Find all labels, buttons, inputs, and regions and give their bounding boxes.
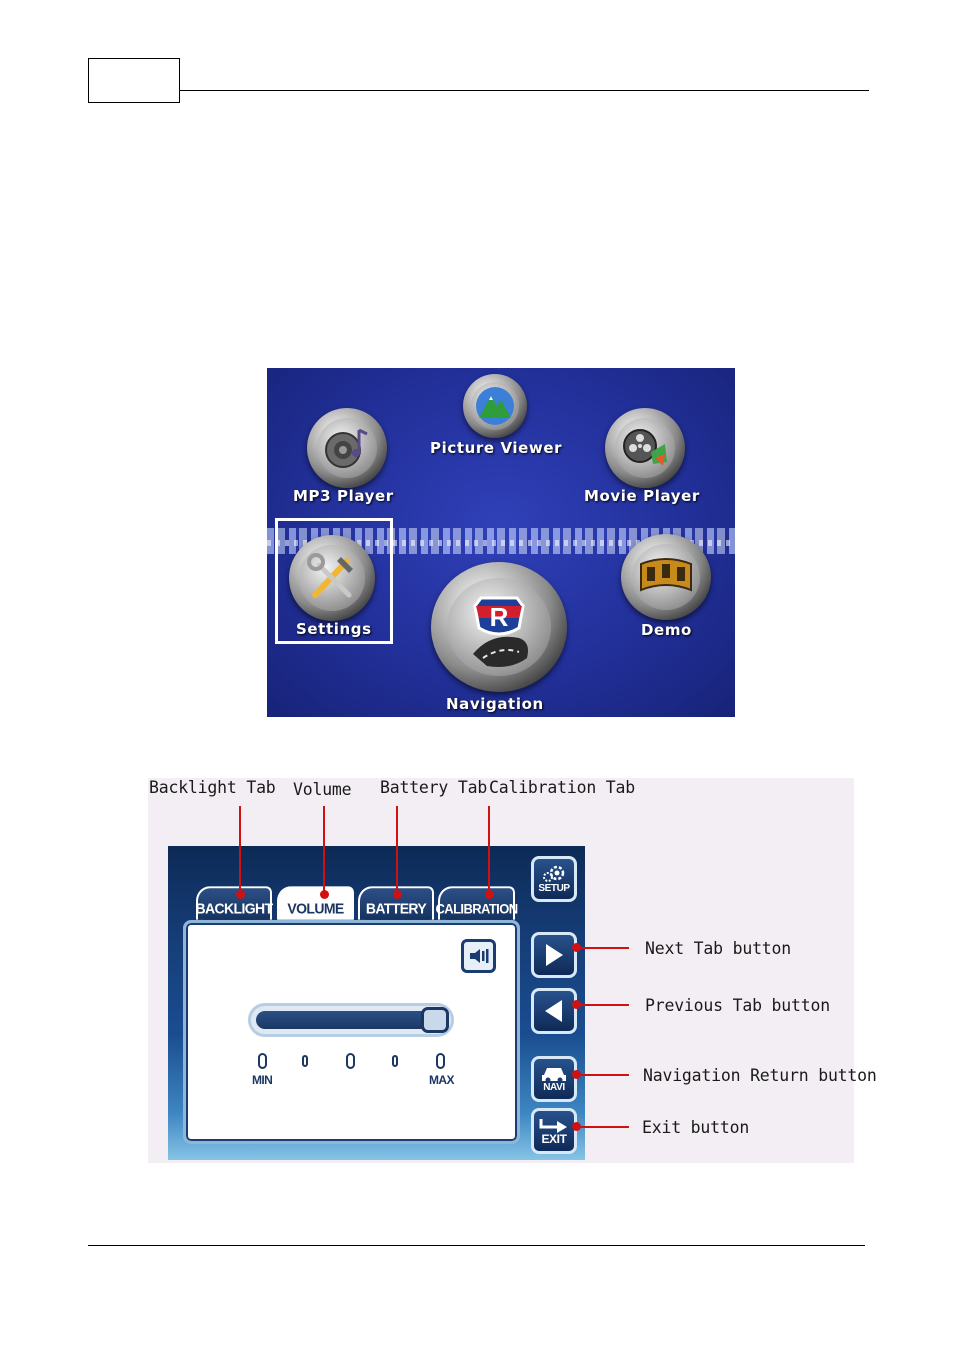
callout-exit-button: Exit button [642, 1118, 750, 1137]
movie-player-button[interactable] [605, 408, 685, 488]
speaker-icon [325, 428, 368, 468]
callout-next-tab-button: Next Tab button [645, 939, 792, 958]
leader-line-calibration [488, 806, 490, 894]
settings-screenshot: Backlight Tab Volume Battery Tab Calibra… [148, 778, 877, 1163]
callout-volume: Volume [293, 780, 352, 799]
volume-min-label: MIN [252, 1073, 273, 1087]
main-menu-screenshot: Picture Viewer MP3 Player Movie Player [267, 368, 735, 717]
menu-label-navigation: Navigation [446, 695, 544, 713]
settings-device-screen: BACKLIGHT VOLUME BATTERY CALIBRATION [168, 846, 585, 1160]
volume-slider-knob[interactable] [421, 1007, 449, 1033]
leader-line-volume [323, 806, 325, 894]
menu-label-demo: Demo [641, 621, 692, 639]
volume-max-label: MAX [429, 1073, 454, 1087]
leader-line-navigation-return [576, 1074, 629, 1076]
leader-dot-calibration [485, 890, 494, 899]
setup-button[interactable]: SETUP [531, 856, 577, 902]
exit-button-label: EXIT [541, 1132, 567, 1146]
demo-button[interactable] [621, 534, 711, 620]
gear-icon [543, 865, 565, 882]
menu-label-mp3-player: MP3 Player [293, 487, 394, 505]
volume-tick [392, 1055, 398, 1067]
svg-text:R: R [490, 602, 509, 632]
decorative-band-highlight [267, 540, 735, 546]
footer-rule [88, 1245, 865, 1246]
leader-line-exit [576, 1126, 629, 1128]
callout-previous-tab-button: Previous Tab button [645, 996, 830, 1015]
navigation-button[interactable]: R [431, 562, 567, 692]
leader-line-next [576, 947, 629, 949]
leader-dot-battery [393, 890, 402, 899]
next-tab-button[interactable] [531, 932, 577, 978]
settings-button[interactable] [289, 535, 375, 621]
menu-label-picture-viewer: Picture Viewer [430, 439, 563, 457]
tab-backlight[interactable]: BACKLIGHT [195, 886, 273, 920]
header-rule [180, 90, 869, 91]
callout-navigation-return-button: Navigation Return button [643, 1066, 877, 1085]
leader-line-previous [576, 1004, 629, 1006]
exit-arrow-icon [539, 1119, 567, 1133]
speaker-volume-icon [469, 949, 488, 963]
setup-button-label: SETUP [538, 883, 570, 894]
volume-tick [346, 1053, 355, 1069]
menu-label-settings: Settings [296, 620, 372, 638]
tab-volume[interactable]: VOLUME [277, 886, 354, 920]
leader-line-battery [396, 806, 398, 894]
page-number-box [88, 58, 180, 103]
callout-calibration-tab: Calibration Tab [489, 778, 636, 797]
film-strip-icon [640, 558, 692, 592]
car-icon [542, 1068, 566, 1083]
tab-calibration[interactable]: CALIBRATION [436, 886, 518, 920]
exit-button[interactable]: EXIT [531, 1108, 577, 1154]
mountain-icon [476, 387, 514, 425]
navi-button-label: NAVI [543, 1082, 565, 1093]
callout-battery-tab: Battery Tab [380, 778, 488, 797]
tools-icon [307, 553, 353, 598]
leader-line-backlight [239, 806, 241, 894]
volume-slider-fill [256, 1011, 435, 1029]
mp3-player-button[interactable] [307, 408, 387, 488]
picture-viewer-button[interactable] [463, 374, 527, 438]
leader-dot-volume [320, 890, 329, 899]
settings-selection-frame [275, 518, 393, 644]
tab-battery[interactable]: BATTERY [358, 886, 434, 920]
volume-tick [436, 1053, 445, 1069]
film-reel-icon [623, 429, 667, 466]
navigation-return-button[interactable]: NAVI [531, 1056, 577, 1102]
volume-slider[interactable] [248, 1003, 454, 1037]
play-right-icon [546, 944, 563, 966]
volume-tick [258, 1053, 267, 1069]
leader-dot-backlight [236, 890, 245, 899]
previous-tab-button[interactable] [531, 988, 577, 1034]
play-left-icon [545, 1000, 562, 1022]
volume-tick [302, 1055, 308, 1067]
mute-button[interactable] [461, 939, 496, 973]
menu-label-movie-player: Movie Player [584, 487, 700, 505]
callout-backlight-tab: Backlight Tab [149, 778, 276, 797]
road-r-icon: R [473, 596, 528, 667]
volume-panel: MIN MAX [183, 920, 520, 1144]
